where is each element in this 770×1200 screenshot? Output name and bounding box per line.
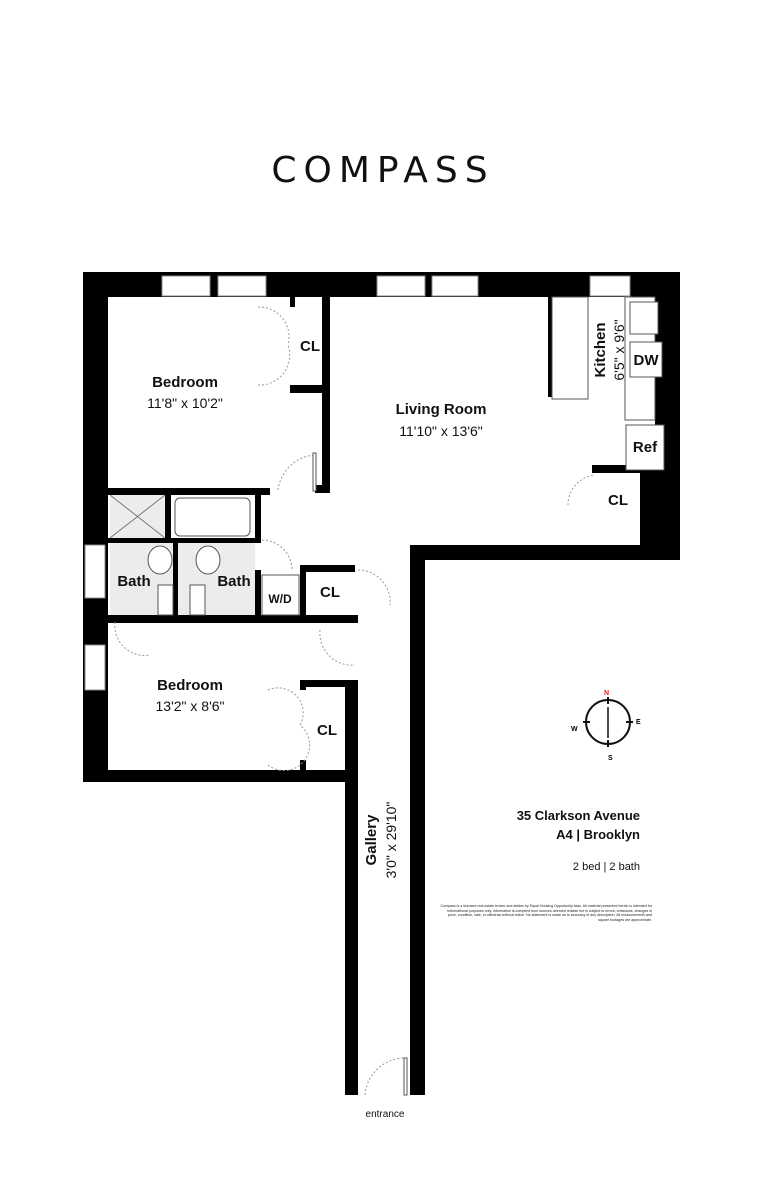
room-name: Gallery (363, 814, 380, 866)
room-name: Living Room (396, 401, 487, 418)
room-size: 11'8" x 10'2" (147, 395, 223, 411)
room-name: Kitchen (592, 322, 609, 377)
room-name: Bedroom (157, 677, 223, 694)
room-name: Bath (117, 573, 150, 590)
kitchen-sink-icon (629, 301, 659, 335)
compass-rose-icon: N E S W (571, 690, 641, 762)
room-size: 13'2" x 8'6" (156, 698, 225, 714)
compass-n: N (604, 690, 609, 697)
compass-logo: COMPASS (271, 150, 494, 191)
fridge-box (625, 424, 665, 471)
disclaimer-text: Compass is a licensed real estate broker… (440, 904, 652, 922)
compass-e: E (636, 719, 641, 726)
washer-dryer-label: W/D (268, 592, 292, 606)
shower-drain-icon (109, 494, 166, 539)
compass-s: S (608, 755, 613, 762)
sink-icon (157, 584, 174, 616)
fridge-label: Ref (633, 439, 658, 456)
room-name: Bath (217, 573, 250, 590)
doors[interactable] (114, 306, 596, 1096)
room-name: Bedroom (152, 374, 218, 391)
room-size: 3'0" x 29'10" (383, 802, 399, 879)
room-size: 11'10" x 13'6" (399, 423, 483, 439)
listing-unit: A4 | Brooklyn (556, 827, 640, 842)
toilet-icon (195, 545, 221, 575)
dishwasher-label: DW (634, 352, 660, 369)
room-size: 6'5" x 9'6" (611, 319, 627, 380)
counter (551, 296, 589, 400)
bathtub-icon (174, 497, 251, 537)
closet-label: CL (608, 492, 628, 509)
closet-label: CL (317, 722, 337, 739)
closet-label: CL (300, 338, 320, 355)
closet-label: CL (320, 584, 340, 601)
washer-dryer-box (261, 574, 300, 616)
sink-icon (189, 584, 206, 616)
listing-summary: 2 bed | 2 bath (573, 861, 640, 873)
listing-address: 35 Clarkson Avenue (517, 808, 640, 823)
toilet-icon (147, 545, 173, 575)
compass-w: W (571, 726, 578, 733)
dishwasher-box (629, 341, 663, 378)
walls (83, 272, 680, 1095)
entrance-label: entrance (366, 1109, 405, 1120)
windows (84, 275, 631, 691)
